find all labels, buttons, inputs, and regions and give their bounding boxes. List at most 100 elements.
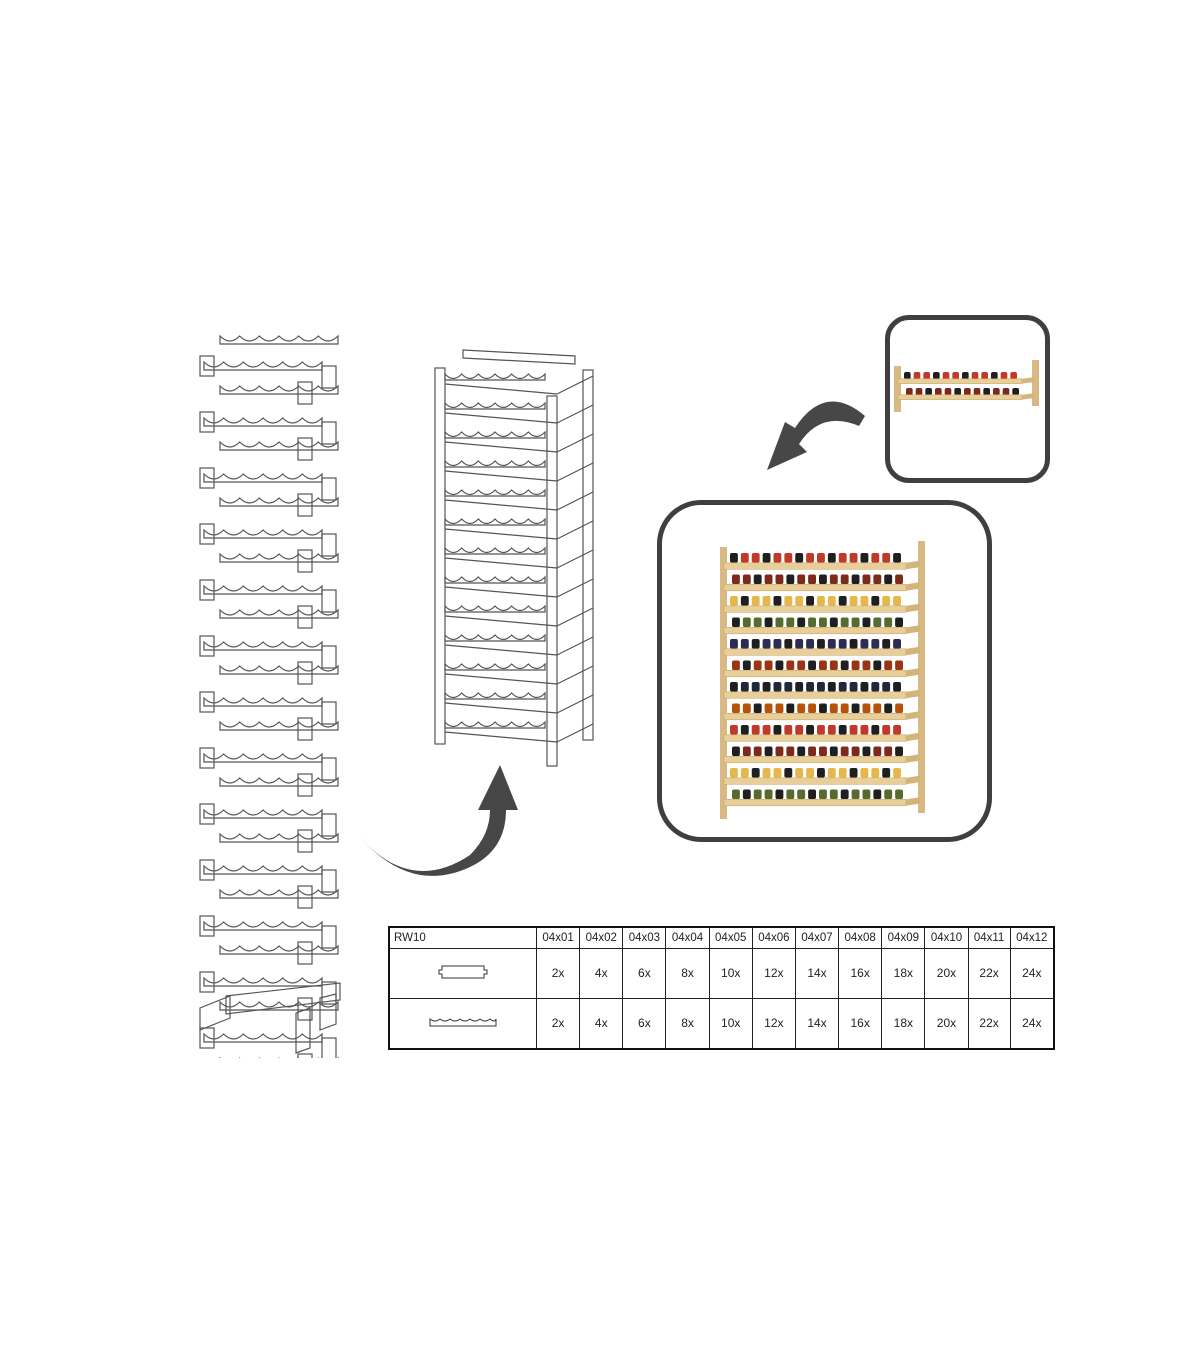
shelf-drawing — [444, 546, 546, 555]
bottle — [775, 746, 784, 757]
bottle — [851, 703, 860, 714]
bottle — [732, 746, 740, 757]
bottle — [786, 574, 795, 585]
shelf-drawing — [444, 691, 546, 700]
assembled-rack-drawing — [434, 349, 594, 767]
bottle — [993, 388, 1000, 396]
rack-shelf — [723, 648, 907, 656]
quantity-cell: 4x — [579, 948, 624, 999]
bottle — [882, 768, 891, 778]
post-drawing — [582, 369, 594, 741]
bottle — [827, 725, 836, 735]
rack-shelf — [723, 670, 907, 678]
end-piece-drawing — [321, 421, 337, 445]
bottle — [784, 725, 793, 735]
bottle — [893, 725, 901, 735]
bottle — [829, 617, 838, 628]
rail-drawing — [203, 920, 323, 931]
bottle — [775, 703, 784, 714]
rail-drawing — [219, 832, 339, 843]
bottle — [819, 617, 827, 628]
bottle — [773, 553, 782, 563]
end-piece-drawing — [199, 915, 215, 937]
bottle — [895, 660, 903, 671]
bottle — [838, 682, 847, 692]
end-piece-drawing — [321, 365, 337, 389]
bottle — [1012, 388, 1019, 396]
rack-shelf — [723, 777, 907, 785]
bottle — [764, 746, 773, 757]
rack-shelf — [723, 734, 907, 742]
quantity-cell: 8x — [665, 997, 710, 1050]
bottle — [827, 553, 836, 563]
rack-post — [918, 541, 925, 813]
bottle — [740, 725, 749, 735]
bottle — [795, 768, 804, 778]
bottle — [797, 703, 806, 714]
bottle — [871, 639, 880, 649]
bottle — [817, 682, 825, 692]
rack-shelf-side — [906, 732, 920, 742]
bottle — [762, 768, 771, 778]
bottle — [991, 372, 998, 380]
end-piece-drawing — [199, 747, 215, 769]
shelf-edge-drawing — [444, 491, 594, 511]
rack-shelf-side — [906, 711, 920, 720]
bottle — [795, 639, 804, 649]
bottle — [730, 596, 738, 606]
long-wavy-rail-icon — [429, 1017, 497, 1027]
rack-shelf — [723, 713, 907, 721]
rail-drawing — [219, 1000, 339, 1011]
bottle — [742, 746, 751, 757]
bottle — [751, 553, 760, 563]
bottle — [795, 596, 804, 606]
bottle — [795, 725, 804, 735]
bottle — [981, 372, 988, 380]
size-header: 04x03 — [622, 926, 667, 949]
rail-drawing — [203, 1032, 323, 1043]
rack-shelf — [897, 378, 1023, 384]
bottle — [849, 682, 858, 692]
rail-drawing — [203, 472, 323, 483]
bottle — [732, 617, 740, 628]
bottle — [740, 768, 749, 778]
bottle — [764, 703, 773, 714]
bottle — [849, 639, 858, 649]
bottle — [973, 388, 981, 396]
curved-arrow-icon — [767, 401, 865, 470]
bottle — [806, 682, 814, 692]
quantity-cell: 22x — [967, 948, 1011, 999]
end-piece-drawing — [321, 757, 337, 781]
bottle — [775, 574, 784, 585]
bottle — [764, 789, 773, 800]
rail-drawing — [203, 752, 323, 763]
bottle — [871, 596, 880, 606]
bottle — [817, 639, 825, 649]
end-piece-drawing — [321, 701, 337, 725]
shelf-edge-drawing — [444, 375, 594, 395]
size-header: 04x11 — [967, 926, 1011, 949]
rack-shelf-side — [906, 560, 920, 570]
rack-shelf-side — [1022, 377, 1034, 384]
bottle — [784, 768, 793, 778]
rail-drawing — [203, 976, 323, 987]
bottle — [732, 703, 740, 714]
bottle — [935, 388, 942, 396]
rack-shelf-side — [906, 603, 920, 613]
bottle — [904, 372, 911, 380]
bottle — [860, 553, 869, 563]
rail-drawing — [203, 416, 323, 427]
bottle — [840, 574, 849, 585]
rail-drawing — [219, 384, 339, 395]
rail-drawing — [203, 808, 323, 819]
bottle — [797, 574, 806, 585]
rack-post — [1032, 360, 1039, 406]
quantity-cell: 14x — [794, 997, 840, 1050]
quantity-cell: 20x — [924, 997, 969, 1050]
bottle — [740, 553, 749, 563]
bottle — [786, 746, 795, 757]
rail-drawing — [219, 944, 339, 955]
bottle — [838, 553, 847, 563]
size-header: 04x12 — [1009, 926, 1055, 949]
